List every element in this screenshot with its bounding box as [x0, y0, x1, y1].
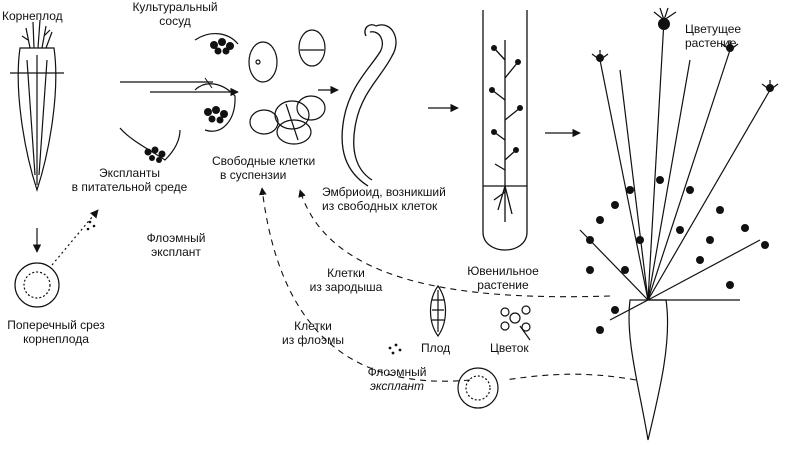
- flowering-plant-icon: [579, 7, 779, 441]
- label-fruit: Плод: [421, 341, 451, 355]
- root-cross-section-icon: [14, 262, 60, 308]
- label-flowering-plant-line1: Цветущее: [685, 22, 742, 36]
- carrot-root-icon: [10, 19, 64, 192]
- explant-callus-clusters: [144, 38, 234, 163]
- label-free-cells-line1: Свободные клетки: [212, 154, 316, 168]
- label-culture-vessel-line2: сосуд: [159, 14, 191, 28]
- label-embryoid-line2: из свободных клеток: [322, 199, 438, 213]
- label-phloem-cells-line2: из флоэмы: [282, 333, 344, 347]
- juvenile-plant-leaves: [489, 45, 523, 153]
- test-tube-icon: [482, 10, 528, 251]
- flowering-plant-foliage: [586, 18, 774, 334]
- label-phloem-explant-bottom-line2: эксплант: [369, 379, 425, 393]
- phloem-cells-dots: [388, 343, 402, 355]
- label-phloem-explant-line2: эксплант: [151, 245, 201, 259]
- fruit-icon: [429, 284, 447, 338]
- label-culture-vessel: Культуральный сосуд: [120, 0, 230, 28]
- flower-icon: [500, 305, 531, 341]
- label-juvenile-plant-line2: растение: [477, 278, 529, 292]
- label-cross-section-line2: корнеплода: [23, 332, 89, 346]
- label-explants-line1: Экспланты: [99, 166, 160, 180]
- label-phloem-explant-bottom-line1: Флоэмный: [367, 365, 427, 379]
- label-phloem-cells: Клетки из флоэмы: [268, 319, 358, 347]
- small-explant-dots: [86, 220, 96, 231]
- label-embryoid: Эмбриоид, возникший из свободных клеток: [322, 185, 446, 213]
- label-juvenile-plant-line1: Ювенильное: [467, 264, 539, 278]
- phloem-explant-section-icon: [457, 367, 499, 409]
- label-embryoid-line1: Эмбриоид, возникший: [322, 185, 446, 199]
- label-embryo-cells-line1: Клетки: [327, 266, 365, 280]
- label-culture-vessel-line1: Культуральный: [132, 0, 218, 14]
- label-free-cells: Свободные клетки в суспензии: [212, 154, 315, 182]
- label-juvenile-plant: Ювенильное растение: [458, 264, 548, 292]
- free-cells-icon: [248, 29, 326, 145]
- label-flower: Цветок: [490, 341, 529, 355]
- label-flowering-plant-line2: растение: [685, 36, 737, 50]
- label-flowering-plant: Цветущее растение: [685, 22, 741, 50]
- label-phloem-explant-bottom: Флоэмный эксплант: [352, 365, 442, 393]
- embryoid-icon: [341, 24, 397, 187]
- label-cross-section: Поперечный срез корнеплода: [0, 318, 112, 346]
- label-root-crop: Корнеплод: [2, 9, 63, 23]
- label-embryo-cells-line2: из зародыша: [309, 280, 383, 294]
- label-explants: Экспланты в питательной среде: [52, 166, 207, 194]
- label-embryo-cells: Клетки из зародыша: [296, 266, 396, 294]
- label-explants-line2: в питательной среде: [71, 180, 188, 194]
- label-phloem-explant-line1: Флоэмный: [146, 231, 206, 245]
- label-free-cells-line2: в суспензии: [220, 168, 287, 182]
- label-cross-section-line1: Поперечный срез: [7, 318, 105, 332]
- label-phloem-explant: Флоэмный эксплант: [126, 231, 226, 259]
- label-phloem-cells-line1: Клетки: [294, 319, 332, 333]
